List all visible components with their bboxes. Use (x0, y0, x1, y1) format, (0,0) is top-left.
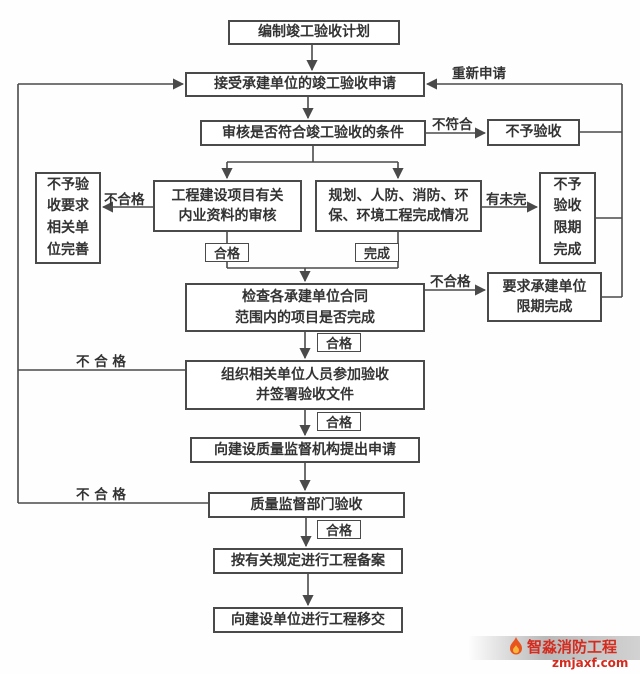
watermark: 智淼消防工程 (508, 636, 617, 657)
node-check-contract-scope: 检查各承建单位合同 范围内的项目是否完成 (185, 283, 425, 332)
node-organize-acceptance: 组织相关单位人员参加验收 并签署验收文件 (185, 360, 425, 410)
watermark-site: zmjaxf.com (552, 656, 629, 670)
node-doc-review: 工程建设项目有关 内业资料的审核 (153, 180, 302, 232)
node-project-handover: 向建设单位进行工程移交 (213, 607, 403, 633)
label-loop-unqualified-2: 不 合 格 (76, 487, 126, 503)
node-completion-status: 规划、人防、消防、环 保、环境工程完成情况 (315, 180, 482, 232)
tag-qualified-doc-review: 合格 (205, 243, 249, 262)
node-project-filing: 按有关规定进行工程备案 (213, 548, 403, 574)
node-no-acceptance-deadline: 不予 验收 限期 完成 (539, 172, 596, 264)
label-reapply: 重新申请 (452, 66, 506, 82)
tag-qualified-check: 合格 (317, 333, 361, 352)
flame-icon (510, 637, 522, 655)
tag-qualified-supervision: 合格 (317, 520, 361, 539)
node-require-improvement: 不予验 收要求 相关单 位完善 (35, 172, 101, 264)
node-supervision-acceptance: 质量监督部门验收 (208, 492, 405, 518)
tag-qualified-organize: 合格 (317, 412, 361, 431)
label-unqualified-right: 不合格 (430, 274, 471, 290)
watermark-ribbon (468, 636, 640, 660)
label-incomplete: 有未完 (486, 192, 527, 208)
node-plan: 编制竣工验收计划 (228, 20, 400, 45)
label-unqualified-left: 不合格 (104, 192, 145, 208)
label-not-conform: 不符合 (432, 117, 473, 133)
node-accept-application: 接受承建单位的竣工验收申请 (185, 72, 425, 97)
watermark-brand: 智淼消防工程 (527, 638, 618, 656)
node-review-conditions: 审核是否符合竣工验收的条件 (200, 120, 426, 146)
node-no-acceptance: 不予验收 (487, 119, 580, 146)
label-loop-unqualified-1: 不 合 格 (76, 354, 126, 370)
tag-done-completion-status: 完成 (355, 243, 399, 262)
node-apply-supervision: 向建设质量监督机构提出申请 (190, 437, 420, 463)
node-require-deadline-completion: 要求承建单位 限期完成 (487, 272, 602, 322)
